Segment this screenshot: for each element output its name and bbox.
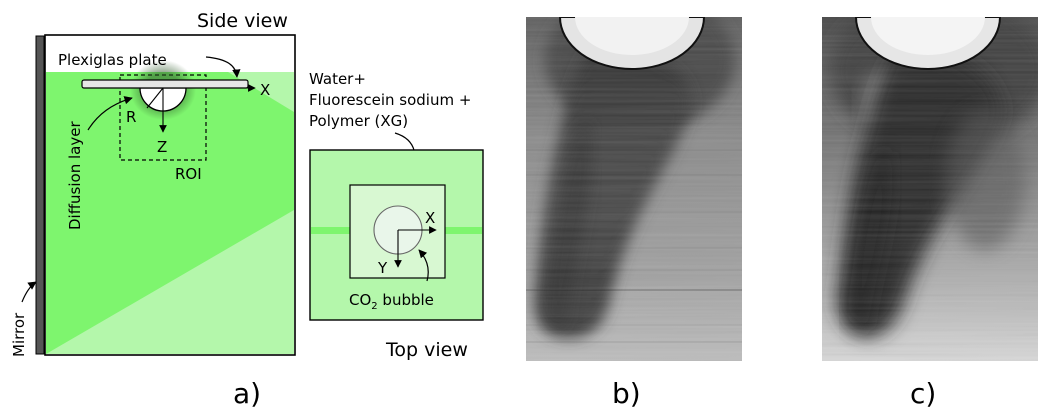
side-view-title: Side view — [197, 10, 288, 32]
x-axis-label: X — [260, 81, 270, 99]
plexiglas-plate — [81, 79, 249, 89]
solution-label-line2: Fluorescein sodium + — [309, 91, 471, 109]
solution-label-line3: Polymer (XG) — [309, 112, 408, 130]
panel-label-a: a) — [233, 377, 261, 410]
panel-b-image — [526, 17, 742, 361]
mirror — [35, 35, 45, 355]
mirror-label: Mirror — [10, 312, 28, 357]
panel-label-c: c) — [910, 377, 936, 410]
top-view-diagram: Water+ Fluorescein sodium + Polymer (XG)… — [309, 70, 484, 361]
mirror-pointer-arrow — [21, 281, 37, 303]
plexiglas-pointer-arrow — [205, 56, 241, 78]
bubble-pointer-arrow — [418, 249, 429, 282]
top-x-axis-label: X — [425, 209, 435, 227]
top-view-title: Top view — [385, 339, 468, 361]
reflection-wedge-bottom — [46, 210, 294, 354]
z-axis-label: Z — [157, 138, 167, 156]
solution-label-line1: Water+ — [309, 70, 366, 88]
roi-label: ROI — [175, 165, 202, 183]
top-y-axis-label: Y — [377, 259, 388, 277]
bubble-label: CO2 bubble — [349, 291, 434, 312]
plexiglas-label: Plexiglas plate — [58, 51, 167, 69]
side-view-diagram: Side view Plexiglas plate X R Z ROI Diff… — [10, 10, 296, 357]
panel-c-image — [822, 17, 1038, 361]
radius-line — [146, 87, 164, 109]
diffusion-pointer-arrow — [87, 96, 133, 131]
panel-label-b: b) — [612, 377, 641, 410]
r-label: R — [126, 108, 136, 126]
diffusion-label: Diffusion layer — [66, 121, 84, 230]
